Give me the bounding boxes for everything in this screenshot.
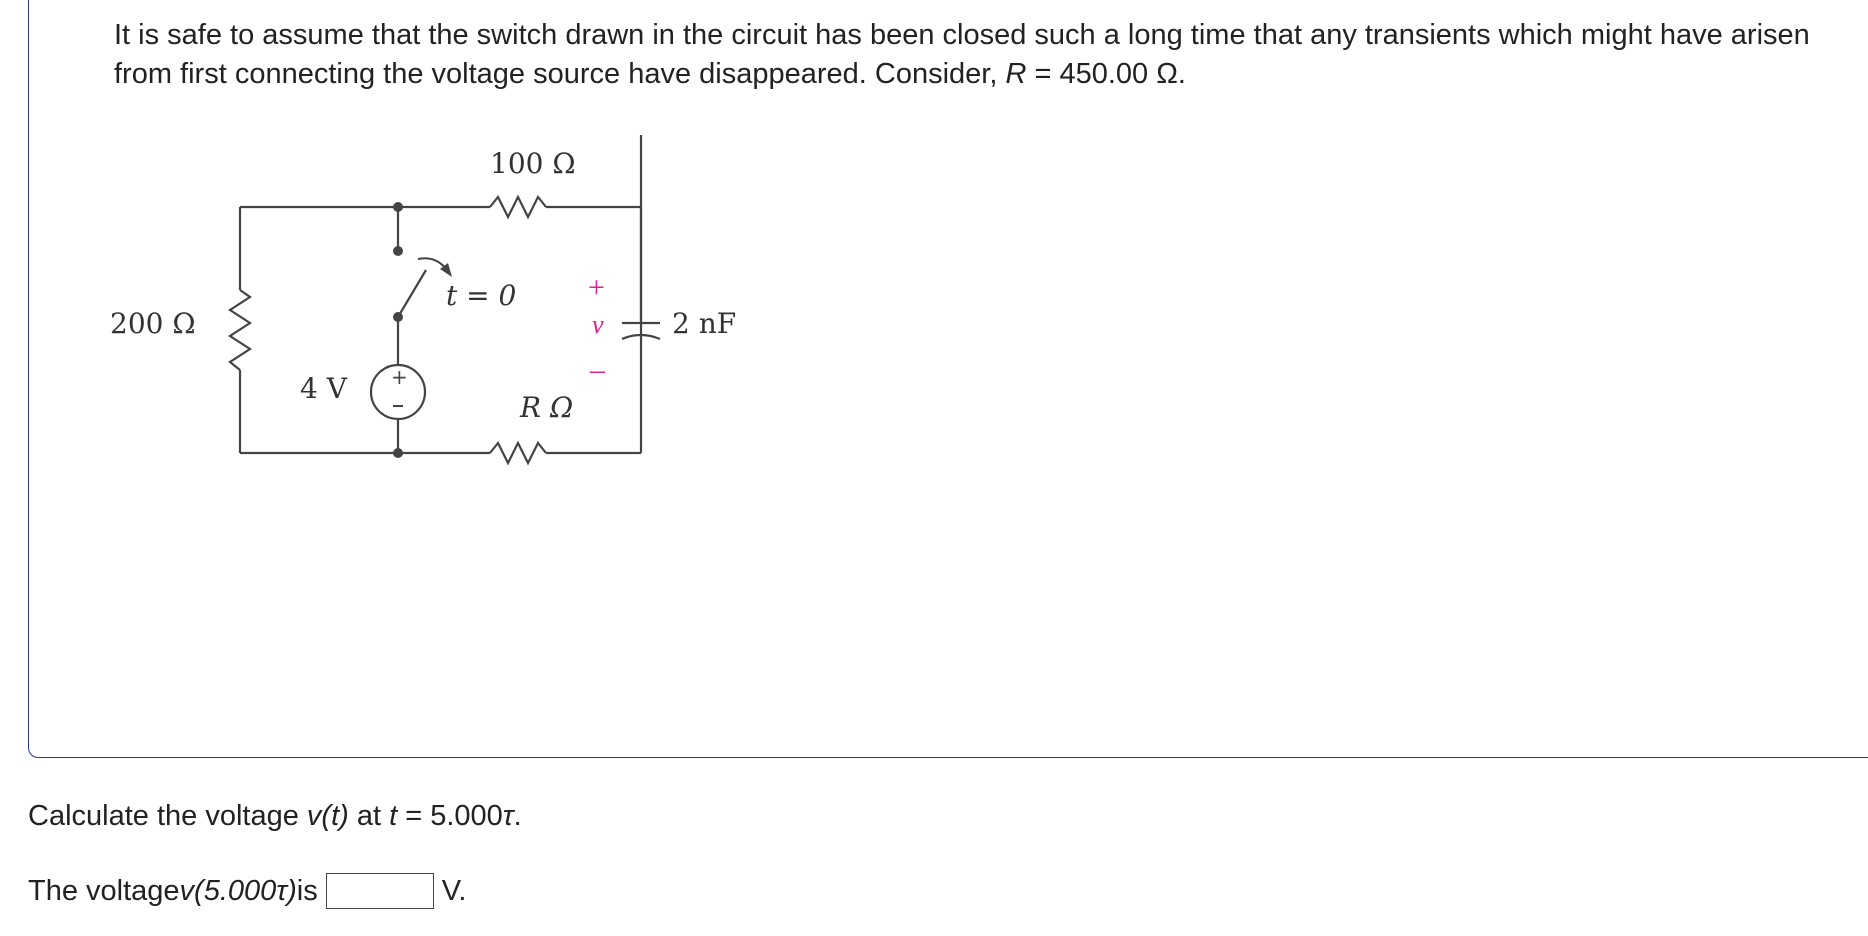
answer-prefix: The voltage [28, 874, 180, 907]
vt-expr: v(t) [306, 800, 349, 832]
intro-text: It is safe to assume that the switch dra… [114, 19, 1810, 90]
answer-row: The voltage v(5.000τ) is V. [28, 873, 466, 909]
answer-unit: V. [441, 874, 467, 907]
source-plus: + [391, 365, 408, 389]
answer-v-expr: v(5.000τ) [179, 874, 297, 907]
switch-label: t = 0 [446, 279, 516, 312]
tau-symbol: τ [502, 800, 514, 832]
question-text: Calculate the voltage v(t) at t = 5.000τ… [28, 800, 522, 832]
v-minus: – [589, 353, 606, 386]
voltage-answer-input[interactable] [325, 873, 434, 909]
r-value: = 450.00 Ω. [1026, 58, 1186, 90]
r-symbol: R [1005, 58, 1027, 90]
circuit-diagram: + 100 Ω 200 Ω 4 V t = 0 R Ω 2 nF + v – [110, 135, 736, 466]
r-bottom-label: R Ω [519, 391, 573, 424]
v-label: v [592, 310, 604, 339]
r-left-label: 200 Ω [110, 307, 196, 340]
cap-label: 2 nF [672, 307, 736, 340]
problem-statement: It is safe to assume that the switch dra… [114, 16, 1834, 94]
answer-is: is [296, 874, 318, 907]
r-top-label: 100 Ω [490, 147, 576, 180]
source-label: 4 V [300, 372, 348, 405]
problem-panel [28, 0, 1868, 758]
v-plus: + [588, 271, 605, 304]
